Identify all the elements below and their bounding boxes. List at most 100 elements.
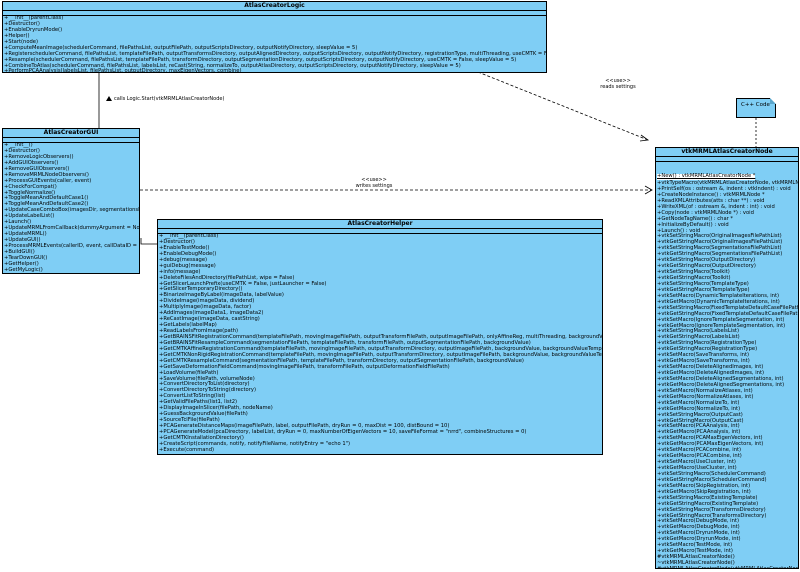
method-item: +UpdateGUI() xyxy=(4,237,41,243)
method-item: #vtkMRMLAtlasCreatorNode(vtkMRMLAtlasCre… xyxy=(657,565,799,569)
logic-node-stereotype: <<use>> xyxy=(605,78,631,84)
method-item: +vtkSetMacro(NormalizeAtlases, int) xyxy=(657,387,753,394)
method-item: +vtkTypeMacro(vtkMRMLAtlasCreatorNode, v… xyxy=(657,180,799,186)
method-item: +vtkGetMacro(DebugMode, int) xyxy=(657,524,740,531)
method-item: +vtkGetMacro(NormalizeTo, int) xyxy=(657,405,741,412)
note-text: C++ Code xyxy=(741,102,770,108)
logic-node-arrowhead xyxy=(639,134,650,142)
method-item: +ReCastImage(imageData, castString) xyxy=(159,316,260,323)
method-item: +vtkGetMacro(UseCluster, int) xyxy=(657,465,737,471)
method-item: +UpdateMRMLFromCallback(dummyArgument = … xyxy=(4,225,140,232)
method-list: + __init__()+Destructor()+RemoveLogicObs… xyxy=(3,142,140,273)
method-item: +vtkGetMacro(PCACombine, int) xyxy=(657,453,742,460)
class-attributes xyxy=(656,157,798,162)
method-item: +vtkSetMacro(SaveTransforms, int) xyxy=(657,352,750,359)
class-title: AtlasCreatorGUI xyxy=(3,129,139,138)
class-title: vtkMRMLAtlasCreatorNode xyxy=(656,148,798,157)
class-title: AtlasCreatorLogic xyxy=(3,2,546,11)
method-item: +vtkSetStringMacro(ExistingTemplate) xyxy=(657,494,758,501)
class-vtkmrmlatlascreatornode[interactable]: vtkMRMLAtlasCreatorNode +New() : vtkMRML… xyxy=(655,147,799,569)
class-atlascreatorlogic[interactable]: AtlasCreatorLogic + __init__(parentClass… xyxy=(2,1,547,73)
method-item: +ConvertDirectoryToList(directory) xyxy=(159,381,250,388)
method-item: +Execute(command) xyxy=(159,446,215,453)
method-item: +GetCMTKResampleCommand(segmentationFile… xyxy=(159,357,524,364)
class-attributes xyxy=(3,11,546,16)
method-item: +vtkGetMacro(DeleteAlignedSegmentations,… xyxy=(657,381,785,388)
method-item: +RegisterschedulerCommand, filePathsList… xyxy=(4,50,547,57)
method-item: +GetCMTKInstallationDirectory() xyxy=(159,434,244,441)
method-item: +MultiplyImage(imageData, factor) xyxy=(159,304,252,311)
method-item: +vtkSetStringMacro(TemplateType) xyxy=(657,280,749,287)
method-item: +PCAGenerateModel(pcaDirectory, labelLis… xyxy=(159,428,527,435)
method-item: + __init__() xyxy=(4,142,33,148)
method-item: +vtkSetStringMacro(TransformsDirectory) xyxy=(657,506,766,513)
method-item: +Destructor() xyxy=(159,238,195,245)
method-item: +vtkGetStringMacro(TemplateType) xyxy=(657,286,750,293)
method-item: +DivideImage(imageData, dividend) xyxy=(159,298,255,305)
method-item: +vtkGetMacro(SaveTransforms, int) xyxy=(657,358,750,365)
method-item: +vtkGetStringMacro(RegistrationType) xyxy=(657,346,758,353)
method-item: +vtkGetStringMacro(SchedulerCommand) xyxy=(657,476,767,483)
method-item: +EnableTestMode() xyxy=(159,244,210,251)
method-item: +vtkGetMacro(NormalizeAtlases, int) xyxy=(657,393,754,400)
association-direction-arrow xyxy=(106,96,112,101)
method-item: +vtkGetMacro(TestMode, int) xyxy=(657,548,733,555)
method-item: +vtkSetMacro(PCACombine, int) xyxy=(657,447,742,454)
method-item: +vtkSetStringMacro(OutputDirectory) xyxy=(657,257,756,264)
method-item: +RemoveMRMLNodeObservers() xyxy=(4,171,89,178)
method-item: +vtkSetMacro(UseCluster, int) xyxy=(657,459,736,466)
method-item: +AddImages(imageData1, imageData2) xyxy=(159,310,264,317)
method-item: +vtkSetStringMacro(Toolkit) xyxy=(657,269,730,276)
method-item: +vtkSetStringMacro(OriginalImagesFilePat… xyxy=(657,233,782,240)
method-item: +vtkGetStringMacro(LabelsList) xyxy=(657,334,740,341)
method-item: +GetSlicerTemporaryDirectory() xyxy=(159,286,243,293)
method-item: +EnableDryrunMode() xyxy=(4,26,63,33)
method-item: +ProcessMRMLEvents(callerID, event, call… xyxy=(4,242,140,249)
method-item: +Copy(node : vtkMRMLNode *) : void xyxy=(657,209,754,216)
method-item: +BinarizeImageByLabel(imageData, labelVa… xyxy=(159,292,284,299)
method-item: +GetSaveDeformationFieldCommand(movingIm… xyxy=(159,363,450,370)
method-item: +PCAGenerateDistanceMaps(imageFilePath, … xyxy=(159,423,450,429)
method-item: +vtkGetStringMacro(SegmentationsFilePath… xyxy=(657,251,783,258)
method-item: +ComputeMeanImage(schedulerCommand, file… xyxy=(4,44,358,51)
method-item: +CreateNodeInstance() : vtkMRMLNode * xyxy=(657,191,765,198)
method-item: +SaveVolume(filePath, volumeNode) xyxy=(159,375,255,382)
method-item: +GetNodeTagName() : char * xyxy=(657,215,734,222)
method-list: + __init__(parentClass)+Destructor()+Ena… xyxy=(158,233,603,454)
method-item: ~vtkMRMLAtlasCreatorNode() xyxy=(657,560,735,566)
cpp-code-note[interactable]: C++ Code xyxy=(736,98,776,118)
method-item: +GetMyLogic() xyxy=(4,266,43,273)
method-item: +ReadLabelsFromImage(path) xyxy=(159,328,239,334)
method-item: +ProcessGUIEvents(caller, event) xyxy=(4,177,92,184)
method-item: +Helper() xyxy=(4,32,30,39)
method-item: +vtkSetMacro(DebugMode, int) xyxy=(657,518,739,525)
method-item: +EnableDebugMode() xyxy=(159,250,217,257)
method-item: +InitializeByDefault() : void xyxy=(657,221,729,228)
method-item: +info(message) xyxy=(159,268,201,275)
method-item: +vtkGetMacro(DynamicTemplateIterations, … xyxy=(657,298,780,305)
method-item: +New() : vtkMRMLAtlasCreatorNode * xyxy=(657,173,756,180)
gui-node-label: writes settings xyxy=(355,183,393,189)
method-item: +LoadVolume(filePath) xyxy=(159,369,219,376)
method-item: +PrintSelf(os : ostream &, indent : vtkI… xyxy=(657,185,791,192)
class-atlascreatorgui[interactable]: AtlasCreatorGUI + __init__()+Destructor(… xyxy=(2,128,140,274)
method-item: +Destructor() xyxy=(4,20,40,27)
method-item: +vtkSetMacro(IgnoreTemplateSegmentation,… xyxy=(657,316,785,323)
method-item: +vtkSetMacro(DryrunMode, int) xyxy=(657,530,740,537)
method-item: +vtkSetStringMacro(LabelsList) xyxy=(657,328,739,335)
method-item: +ConvertListToString(list) xyxy=(159,393,226,400)
method-item: +vtkSetStringMacro(SchedulerCommand) xyxy=(657,470,766,477)
method-item: +vtkSetMacro(DeleteAlignedSegmentations,… xyxy=(657,375,784,382)
note-fold-corner xyxy=(770,98,776,104)
method-item: +CombineToAtlas(schedulerCommand, filePa… xyxy=(4,62,461,69)
method-item: +UpdateLabelList() xyxy=(4,213,55,220)
gui-helper-association xyxy=(140,238,157,245)
method-item: +vtkGetMacro(DryrunMode, int) xyxy=(657,536,741,543)
method-item: +UpdateCaseComboBox(imagesDir, segmentat… xyxy=(4,207,140,214)
method-item: +CheckForCompat() xyxy=(4,183,57,190)
method-item: +SourceTclFile(filePath) xyxy=(159,417,220,424)
method-item: +GetBRAINSFitRegistrationCommand(templat… xyxy=(159,333,603,340)
class-atlascreatorhelper[interactable]: AtlasCreatorHelper + __init__(parentClas… xyxy=(157,219,603,455)
method-item: +CreateScript(commands, notify, notifyFi… xyxy=(159,440,351,447)
method-item: +Start(node) xyxy=(4,38,39,45)
